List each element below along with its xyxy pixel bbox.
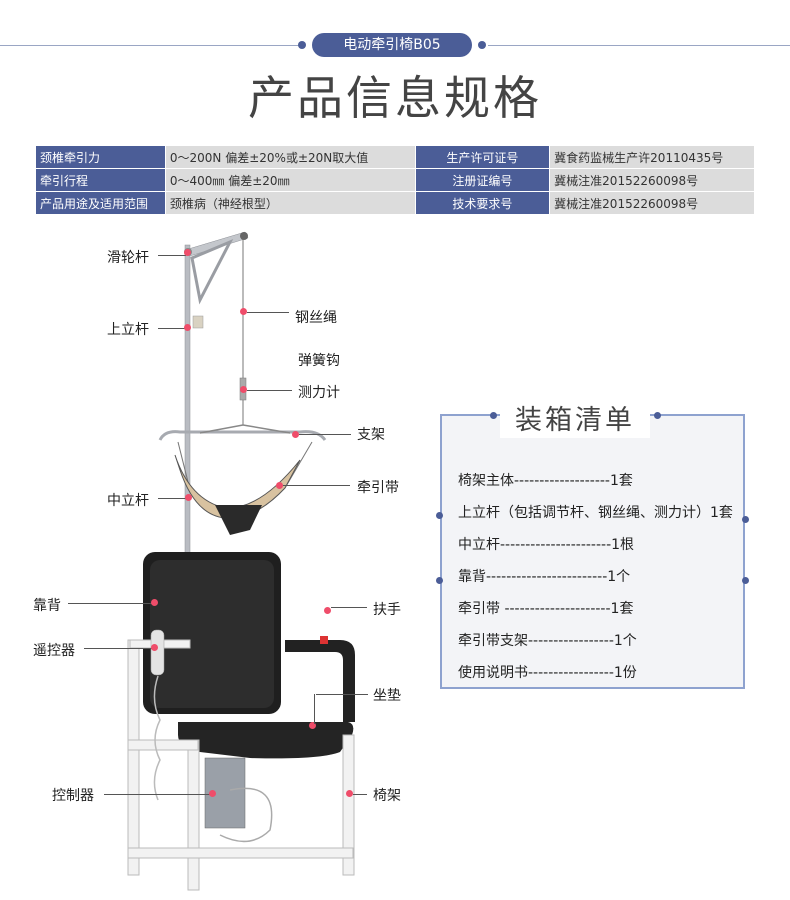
spec-value: 冀食药监械生产许20110435号 (549, 145, 755, 169)
page-title: 产品信息规格 (248, 71, 542, 125)
table-row: 牵引行程 0～400㎜ 偏差±20㎜ 注册证编号 冀械注准20152260098… (35, 168, 755, 192)
callout-leader-line (316, 694, 368, 695)
callout-pulley-rod: 滑轮杆 (107, 250, 149, 266)
spec-label: 牵引行程 (35, 168, 166, 192)
list-item: 牵引带 ---------------------1套 (458, 601, 634, 617)
callout-armrest: 扶手 (373, 602, 401, 618)
callout-marker (151, 644, 158, 651)
callout-marker (209, 790, 216, 797)
callout-leader-line (247, 390, 292, 391)
spec-value: 0～400㎜ 偏差±20㎜ (164, 168, 416, 192)
panel-edge-dot (436, 512, 443, 519)
product-badge: 电动牵引椅B05 (312, 33, 472, 57)
callout-traction-belt: 牵引带 (357, 480, 399, 496)
callout-marker (324, 607, 331, 614)
panel-edge-dot (742, 577, 749, 584)
callout-marker (292, 431, 299, 438)
list-item: 中立杆----------------------1根 (458, 537, 635, 553)
list-item: 上立杆（包括调节杆、钢丝绳、测力计）1套 (458, 505, 733, 521)
callout-middle-pole: 中立杆 (107, 493, 149, 509)
callout-leader-line (158, 255, 186, 256)
callout-leader-line (158, 328, 186, 329)
table-row: 颈椎牵引力 0～200N 偏差±20%或±20N取大值 生产许可证号 冀食药监械… (35, 145, 755, 169)
callout-leader-line (353, 794, 367, 795)
callout-marker (240, 386, 247, 393)
panel-edge-dot (436, 577, 443, 584)
callout-marker (346, 790, 353, 797)
callout-leader-line (104, 794, 210, 795)
callout-leader-line (158, 498, 186, 499)
callout-leader-line (299, 434, 351, 435)
callout-marker (151, 599, 158, 606)
callout-leader-line (84, 648, 152, 649)
callout-leader-line (314, 694, 315, 724)
callout-cushion: 坐垫 (373, 688, 401, 704)
callout-remote: 遥控器 (33, 643, 75, 659)
panel-edge-dot (742, 516, 749, 523)
callout-backrest: 靠背 (33, 598, 61, 614)
spec-value: 0～200N 偏差±20%或±20N取大值 (164, 145, 416, 169)
callout-spring-hook: 弹簧钩 (298, 353, 340, 369)
packing-list-title: 装箱清单 (515, 405, 635, 436)
list-item: 使用说明书-----------------1份 (458, 665, 637, 681)
spec-table: 颈椎牵引力 0～200N 偏差±20%或±20N取大值 生产许可证号 冀食药监械… (35, 145, 755, 215)
header-rule-right (488, 45, 790, 46)
callout-marker (309, 722, 316, 729)
packing-title-dot-right (654, 412, 661, 419)
callout-leader-line (247, 312, 289, 313)
callout-marker (184, 249, 191, 256)
spec-label: 颈椎牵引力 (35, 145, 166, 169)
packing-title-dot-left (490, 412, 497, 419)
header-dot-left (298, 41, 306, 49)
callout-bracket: 支架 (357, 427, 385, 443)
callout-upper-pole: 上立杆 (107, 322, 149, 338)
traction-chair-illustration (127, 231, 355, 891)
spec-label: 产品用途及适用范围 (35, 191, 166, 215)
callout-marker (184, 324, 191, 331)
list-item: 椅架主体-------------------1套 (458, 473, 633, 489)
spec-value: 冀械注准20152260098号 (549, 168, 755, 192)
packing-list-title-mask (500, 398, 650, 438)
callout-leader-line (331, 607, 367, 608)
spec-label: 注册证编号 (414, 168, 551, 192)
callout-controller: 控制器 (52, 788, 94, 804)
header-dot-right (478, 41, 486, 49)
header-rule-left (0, 45, 300, 46)
callout-marker (185, 494, 192, 501)
list-item: 牵引带支架-----------------1个 (458, 633, 637, 649)
callout-leader-line (283, 485, 350, 486)
callout-marker (276, 482, 283, 489)
callout-leader-line (68, 603, 152, 604)
spec-value: 颈椎病（神经根型） (164, 191, 416, 215)
callout-chair-frame: 椅架 (373, 788, 401, 804)
callout-dynamometer: 测力计 (298, 385, 340, 401)
table-row: 产品用途及适用范围 颈椎病（神经根型） 技术要求号 冀械注准2015226009… (35, 191, 755, 215)
spec-value: 冀械注准20152260098号 (549, 191, 755, 215)
callout-wire-rope: 钢丝绳 (295, 310, 337, 326)
packing-list-panel (440, 414, 745, 689)
list-item: 靠背------------------------1个 (458, 569, 631, 585)
spec-label: 生产许可证号 (414, 145, 551, 169)
spec-label: 技术要求号 (414, 191, 551, 215)
callout-marker (240, 308, 247, 315)
